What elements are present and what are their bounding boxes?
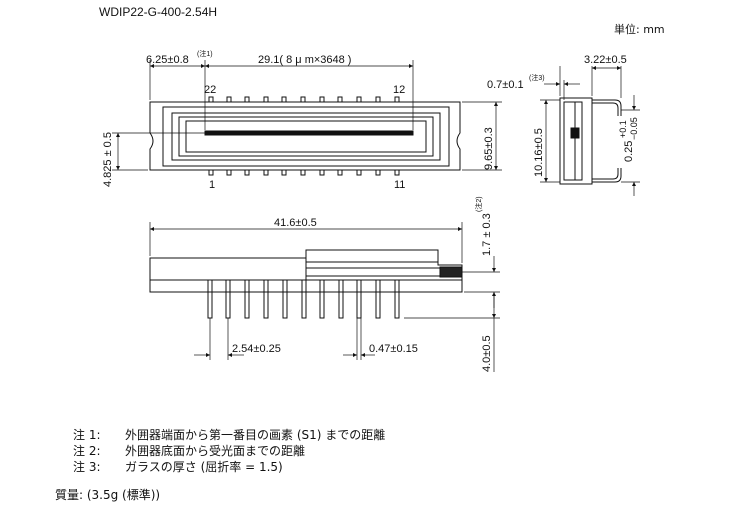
dim-height-front-note: (注2) bbox=[474, 196, 483, 212]
side-view bbox=[540, 65, 640, 196]
front-package-body bbox=[149, 249, 463, 293]
front-pins bbox=[207, 279, 400, 319]
side-pin-upper bbox=[592, 99, 622, 116]
sensor-strip bbox=[204, 130, 414, 136]
dim-glass-label: 0.7±0.1 bbox=[487, 79, 524, 91]
dim-total-label: 41.6±0.5 bbox=[274, 217, 317, 229]
note-1-label: 注 1: bbox=[73, 428, 101, 442]
dim-pin-length-label: 4.0±0.5 bbox=[481, 335, 493, 372]
dim-glass-note: (注3) bbox=[529, 73, 545, 82]
front-view bbox=[149, 222, 500, 372]
dim-height-left-label: 4.825 ± 0.5 bbox=[102, 132, 114, 187]
dim-pin-thk-label: 0.25 bbox=[623, 141, 635, 162]
note-2-label: 注 2: bbox=[73, 444, 101, 458]
pin-12-label: 12 bbox=[393, 84, 405, 96]
dim-length-label: 29.1( 8 μ m×3648 ) bbox=[258, 54, 351, 66]
dim-pin-thk-minus: −0.05 bbox=[629, 117, 639, 140]
note-3-label: 注 3: bbox=[73, 460, 101, 474]
pin-1-label: 1 bbox=[209, 179, 215, 191]
top-pins-upper bbox=[208, 96, 400, 103]
dim-pitch-label: 2.54±0.25 bbox=[232, 343, 281, 355]
weight-label: 質量: (3.5g (標準)) bbox=[55, 488, 161, 502]
dim-offset-label: 6.25±0.8 bbox=[146, 54, 189, 66]
dim-offset-note: (注1) bbox=[197, 49, 213, 58]
dim-width-label: 3.22±0.5 bbox=[584, 54, 627, 66]
unit-label: 単位: mm bbox=[614, 23, 665, 36]
pin-22-label: 22 bbox=[204, 84, 216, 96]
dim-pitch-row-label: 10.16±0.5 bbox=[533, 128, 545, 177]
dim-height-right-label: 9.65±0.3 bbox=[483, 127, 495, 170]
pin-11-label: 11 bbox=[394, 179, 405, 191]
note-2-text: 外囲器底面から受光面までの距離 bbox=[125, 444, 306, 458]
dim-pin-thk-plus: +0.1 bbox=[618, 120, 628, 138]
side-pin-lower bbox=[592, 168, 622, 183]
drawing-title: WDIP22-G-400-2.54H bbox=[99, 5, 218, 19]
top-view bbox=[112, 60, 502, 176]
dim-pin-width-label: 0.47±0.15 bbox=[369, 343, 418, 355]
dim-height-front-label: 1.7 ± 0.3 bbox=[481, 213, 493, 256]
top-pins-lower bbox=[208, 169, 400, 176]
note-1-text: 外囲器端面から第一番目の画素 (S1) までの距離 bbox=[125, 428, 386, 442]
note-3-text: ガラスの厚さ (屈折率 = 1.5) bbox=[125, 460, 283, 474]
package-outline bbox=[149, 101, 461, 171]
